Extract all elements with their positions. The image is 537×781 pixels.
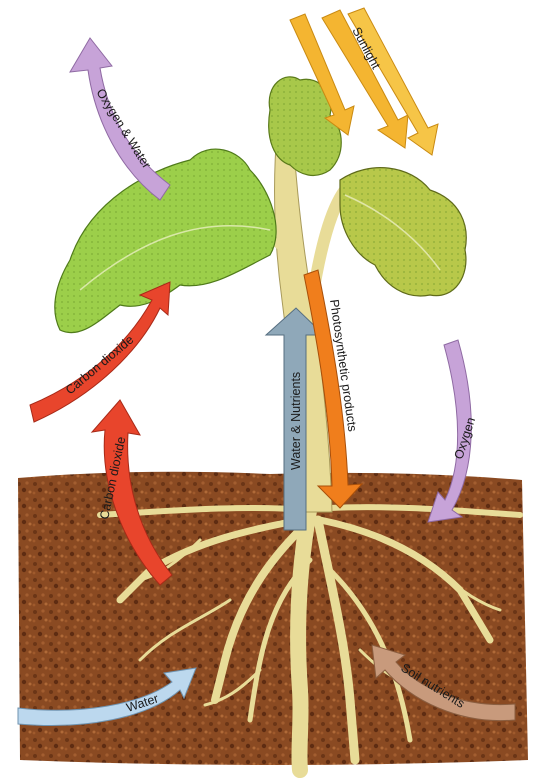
label-carbon-dioxide-air: Carbon dioxide (63, 332, 136, 397)
label-water-nutrients: Water & Nutrients (289, 372, 303, 470)
leaf-right (340, 168, 466, 296)
label-oxygen: Oxygen (452, 416, 479, 461)
